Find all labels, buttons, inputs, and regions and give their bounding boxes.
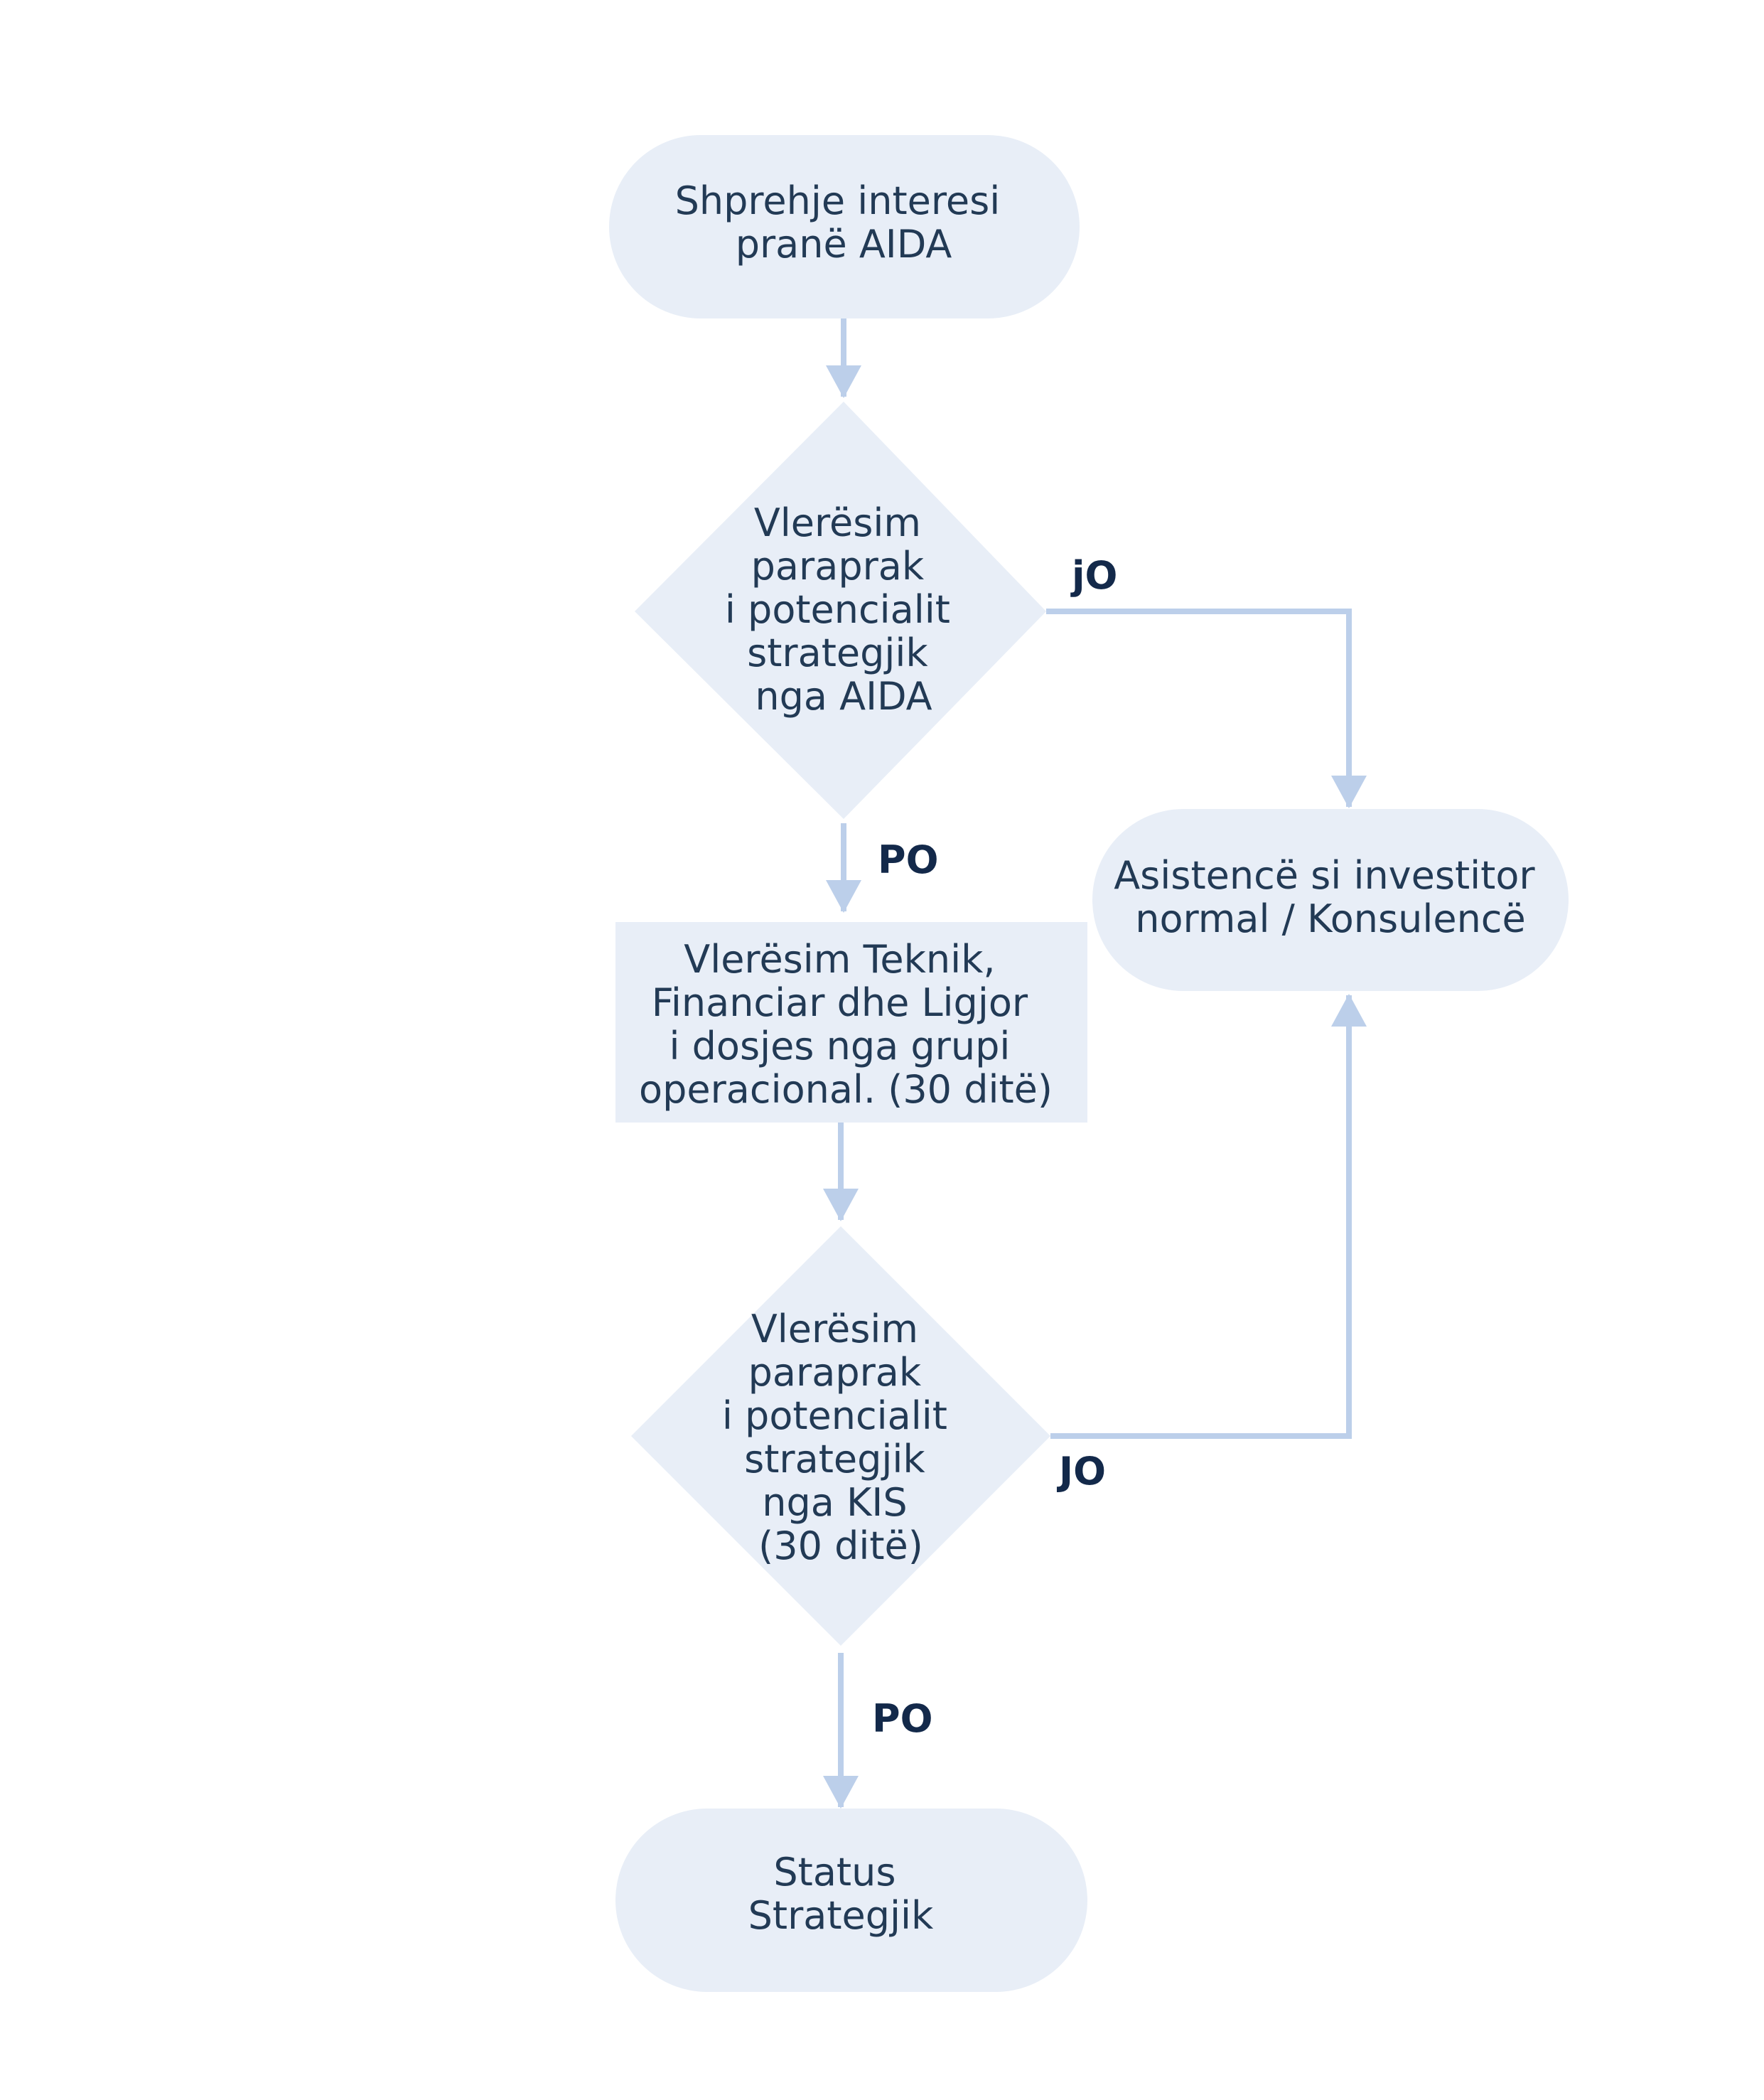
end-text: Status Strategjik — [748, 1850, 934, 1938]
assistance-terminal — [1092, 809, 1569, 991]
assessment-text-line: Vlerësim Teknik, — [684, 937, 995, 982]
assessment-process-box — [615, 922, 1087, 1123]
decision-kis-text-line: (30 ditë) — [758, 1523, 923, 1568]
decision-aida-text-line: strategjik — [747, 631, 928, 675]
end-text-line: Status — [773, 1850, 896, 1895]
assessment-text-line: i dosjes nga grupi — [669, 1024, 1010, 1068]
decision-kis-text-line: Vlerësim — [751, 1307, 918, 1351]
edge-label-kis-no: JO — [1056, 1449, 1106, 1494]
end-terminal — [615, 1809, 1087, 1992]
assistance-text-line: Asistencë si investitor — [1114, 853, 1535, 898]
assistance-text-line: normal / Konsulencë — [1135, 896, 1525, 941]
start-text-line: pranë AIDA — [736, 222, 952, 267]
assessment-text: Vlerësim Teknik, Financiar dhe Ligjor i … — [639, 937, 1053, 1112]
decision-aida-text-line: paraprak — [751, 544, 925, 589]
assessment-text-line: Financiar dhe Ligjor — [652, 980, 1028, 1025]
decision-kis-text-line: strategjik — [744, 1437, 925, 1482]
decision-aida-diamond — [635, 402, 1046, 819]
assistance-text: Asistencë si investitor normal / Konsule… — [1114, 853, 1547, 941]
connector-aida-no-to-assistance — [1046, 609, 1367, 808]
decision-kis-diamond — [631, 1226, 1050, 1646]
decision-kis-text-line: paraprak — [748, 1350, 922, 1395]
decision-kis-text: Vlerësim paraprak i potencialit strategj… — [722, 1307, 959, 1568]
decision-aida-text-line: nga AIDA — [755, 674, 932, 719]
connector-kis-no-to-assistance — [1050, 994, 1367, 1439]
decision-kis-text-line: i potencialit — [722, 1393, 947, 1438]
start-text: Shprehje interesi pranë AIDA — [675, 178, 1013, 267]
assessment-text-line: operacional. (30 ditë) — [639, 1067, 1053, 1112]
start-text-line: Shprehje interesi — [675, 178, 1001, 223]
start-terminal — [609, 135, 1080, 318]
end-text-line: Strategjik — [748, 1893, 934, 1938]
decision-kis-text-line: nga KIS — [762, 1480, 907, 1525]
decision-aida-text-line: i potencialit — [725, 587, 950, 632]
edge-label-aida-yes: PO — [878, 837, 938, 882]
decision-aida-text: Vlerësim paraprak i potencialit strategj… — [725, 500, 962, 719]
decision-aida-text-line: Vlerësim — [754, 500, 921, 545]
edge-label-aida-no: jO — [1070, 553, 1117, 598]
edge-label-kis-yes: PO — [872, 1696, 932, 1741]
